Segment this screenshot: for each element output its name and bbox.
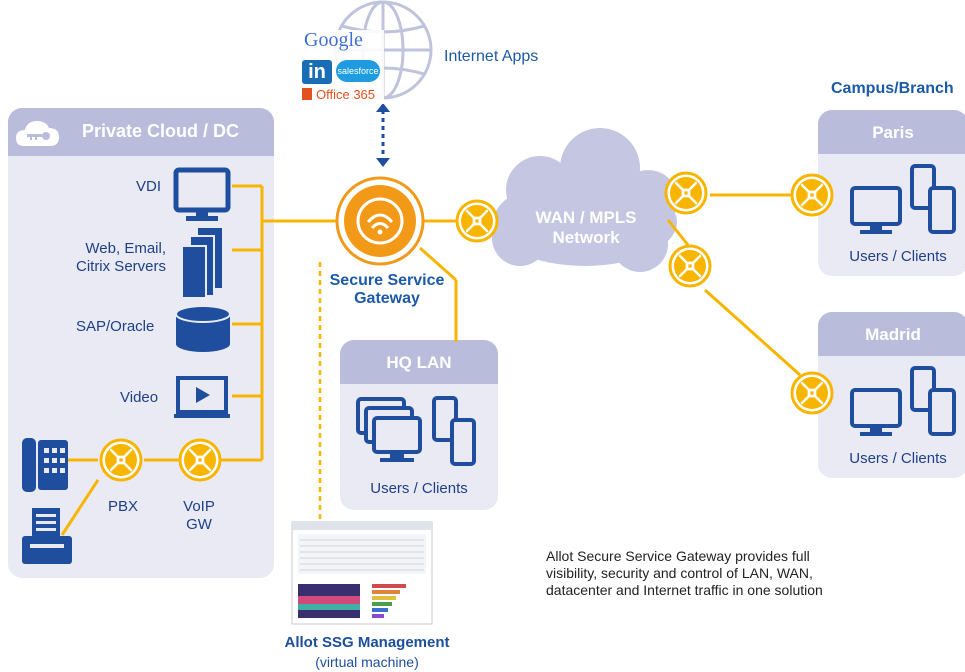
servers-label: Web, Email, Citrix Servers <box>75 240 166 275</box>
paris-desktop-icon <box>850 186 902 234</box>
wan-router-icon-1 <box>664 171 708 215</box>
internet-apps-label: Internet Apps <box>444 48 539 65</box>
connection-lines <box>60 184 802 536</box>
key-cloud-icon <box>16 121 59 146</box>
paris-users-label: Users / Clients <box>849 248 947 265</box>
management-title: Allot SSG Management <box>284 634 450 651</box>
paris-router-icon <box>790 173 834 217</box>
madrid-users-label: Users / Clients <box>849 450 947 467</box>
desktop-stack-icon <box>356 397 422 462</box>
voip-gw-label: VoIP GW <box>183 498 215 533</box>
pbx-label: PBX <box>108 498 139 515</box>
internet-dotted-link <box>376 103 390 167</box>
fax-icon <box>22 508 72 564</box>
office-icon <box>302 88 312 100</box>
hq-lan-title: HQ LAN <box>386 353 452 372</box>
linkedin-logo: in <box>302 60 332 84</box>
wan-router-icon-2 <box>668 244 712 288</box>
hq-users-label: Users / Clients <box>370 480 468 497</box>
description-text: Allot Secure Service Gateway provides fu… <box>546 548 823 598</box>
madrid-router-icon <box>790 371 834 415</box>
sap-oracle-label: SAP/Oracle <box>76 318 155 335</box>
secure-gateway-icon <box>335 176 425 266</box>
video-label: Video <box>120 389 159 406</box>
google-logo: Google <box>304 29 363 51</box>
wan-label: WAN / MPLS Network <box>535 208 637 247</box>
salesforce-logo: salesforce <box>336 60 380 82</box>
madrid-desktop-icon <box>850 388 902 436</box>
mobile-phones-icon <box>432 396 476 466</box>
server-icon <box>181 228 222 299</box>
paris-title: Paris <box>872 123 914 142</box>
vdi-label: VDI <box>136 178 162 195</box>
hq-router-icon <box>455 199 499 243</box>
private-cloud-title: Private Cloud / DC <box>82 121 240 141</box>
pbx-router-icon <box>99 438 143 482</box>
voip-gw-router-icon <box>178 438 222 482</box>
video-play-icon <box>174 376 230 418</box>
campus-branch-title: Campus/Branch <box>831 80 954 97</box>
madrid-title: Madrid <box>865 325 921 344</box>
management-subtitle: (virtual machine) <box>315 654 419 670</box>
management-dashboard-thumbnail <box>291 521 433 625</box>
wan-cloud <box>492 128 678 272</box>
office-365-logo: Office 365 <box>316 87 376 102</box>
database-icon <box>175 305 231 352</box>
monitor-icon <box>173 167 231 221</box>
phone-icon <box>22 438 68 492</box>
madrid-phones-icon <box>910 366 956 436</box>
gateway-label: Secure Service Gateway <box>329 272 445 307</box>
paris-phones-icon <box>910 164 956 234</box>
